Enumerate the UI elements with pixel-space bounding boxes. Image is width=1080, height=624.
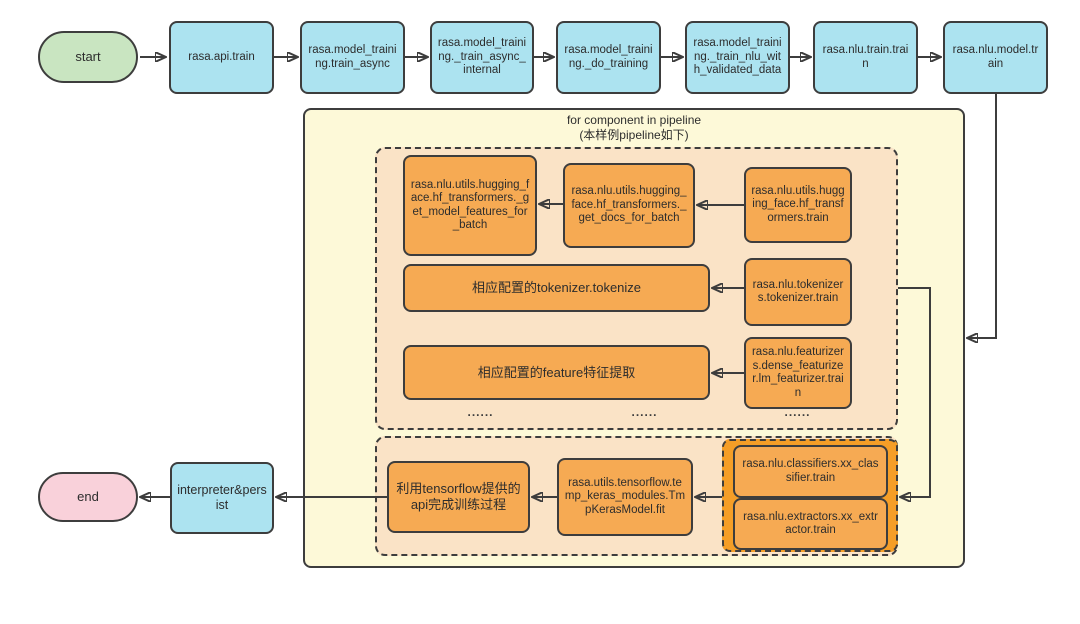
node-tokenizer-train: rasa.nlu.tokenizers.tokenizer.train <box>744 258 852 326</box>
node-nlu-train-train: rasa.nlu.train.train <box>813 21 918 94</box>
node-rasa-api-train: rasa.api.train <box>169 21 274 94</box>
node-tmp-keras-model-fit: rasa.utils.tensorflow.temp_keras_modules… <box>557 458 693 536</box>
node-xx-extractor-train: rasa.nlu.extractors.xx_extractor.train <box>733 498 888 550</box>
start-node: start <box>38 31 138 83</box>
node-do-training: rasa.model_training._do_training <box>556 21 661 94</box>
node-lm-featurizer-train: rasa.nlu.featurizers.dense_featurizer.lm… <box>744 337 852 409</box>
node-train-async-internal: rasa.model_training._train_async_interna… <box>430 21 534 94</box>
node-hf-get-docs-for-batch: rasa.nlu.utils.hugging_face.hf_transform… <box>563 163 695 248</box>
node-tokenizer-tokenize: 相应配置的tokenizer.tokenize <box>403 264 710 312</box>
ellipsis-middle: ...... <box>631 405 658 419</box>
loop-title: for component in pipeline (本样例pipeline如下… <box>305 113 963 143</box>
node-interpreter-persist: interpreter&persist <box>170 462 274 534</box>
node-feature-extraction: 相应配置的feature特征提取 <box>403 345 710 400</box>
node-train-nlu-with-validated-data: rasa.model_training._train_nlu_with_vali… <box>685 21 790 94</box>
node-xx-classifier-train: rasa.nlu.classifiers.xx_classifier.train <box>733 445 888 498</box>
end-node: end <box>38 472 138 522</box>
node-hf-transformers-train: rasa.nlu.utils.hugging_face.hf_transform… <box>744 167 852 243</box>
loop-title-line1: for component in pipeline <box>566 113 702 127</box>
ellipsis-left: ...... <box>467 405 494 419</box>
node-tensorflow-api-training: 利用tensorflow提供的api完成训练过程 <box>387 461 530 533</box>
node-hf-get-model-features: rasa.nlu.utils.hugging_face.hf_transform… <box>403 155 537 256</box>
arrow-model-train-to-loop <box>968 94 997 338</box>
loop-title-line2: (本样例pipeline如下) <box>579 128 689 142</box>
node-nlu-model-train: rasa.nlu.model.train <box>943 21 1048 94</box>
node-train-async: rasa.model_training.train_async <box>300 21 405 94</box>
ellipsis-right: ...... <box>784 405 811 419</box>
